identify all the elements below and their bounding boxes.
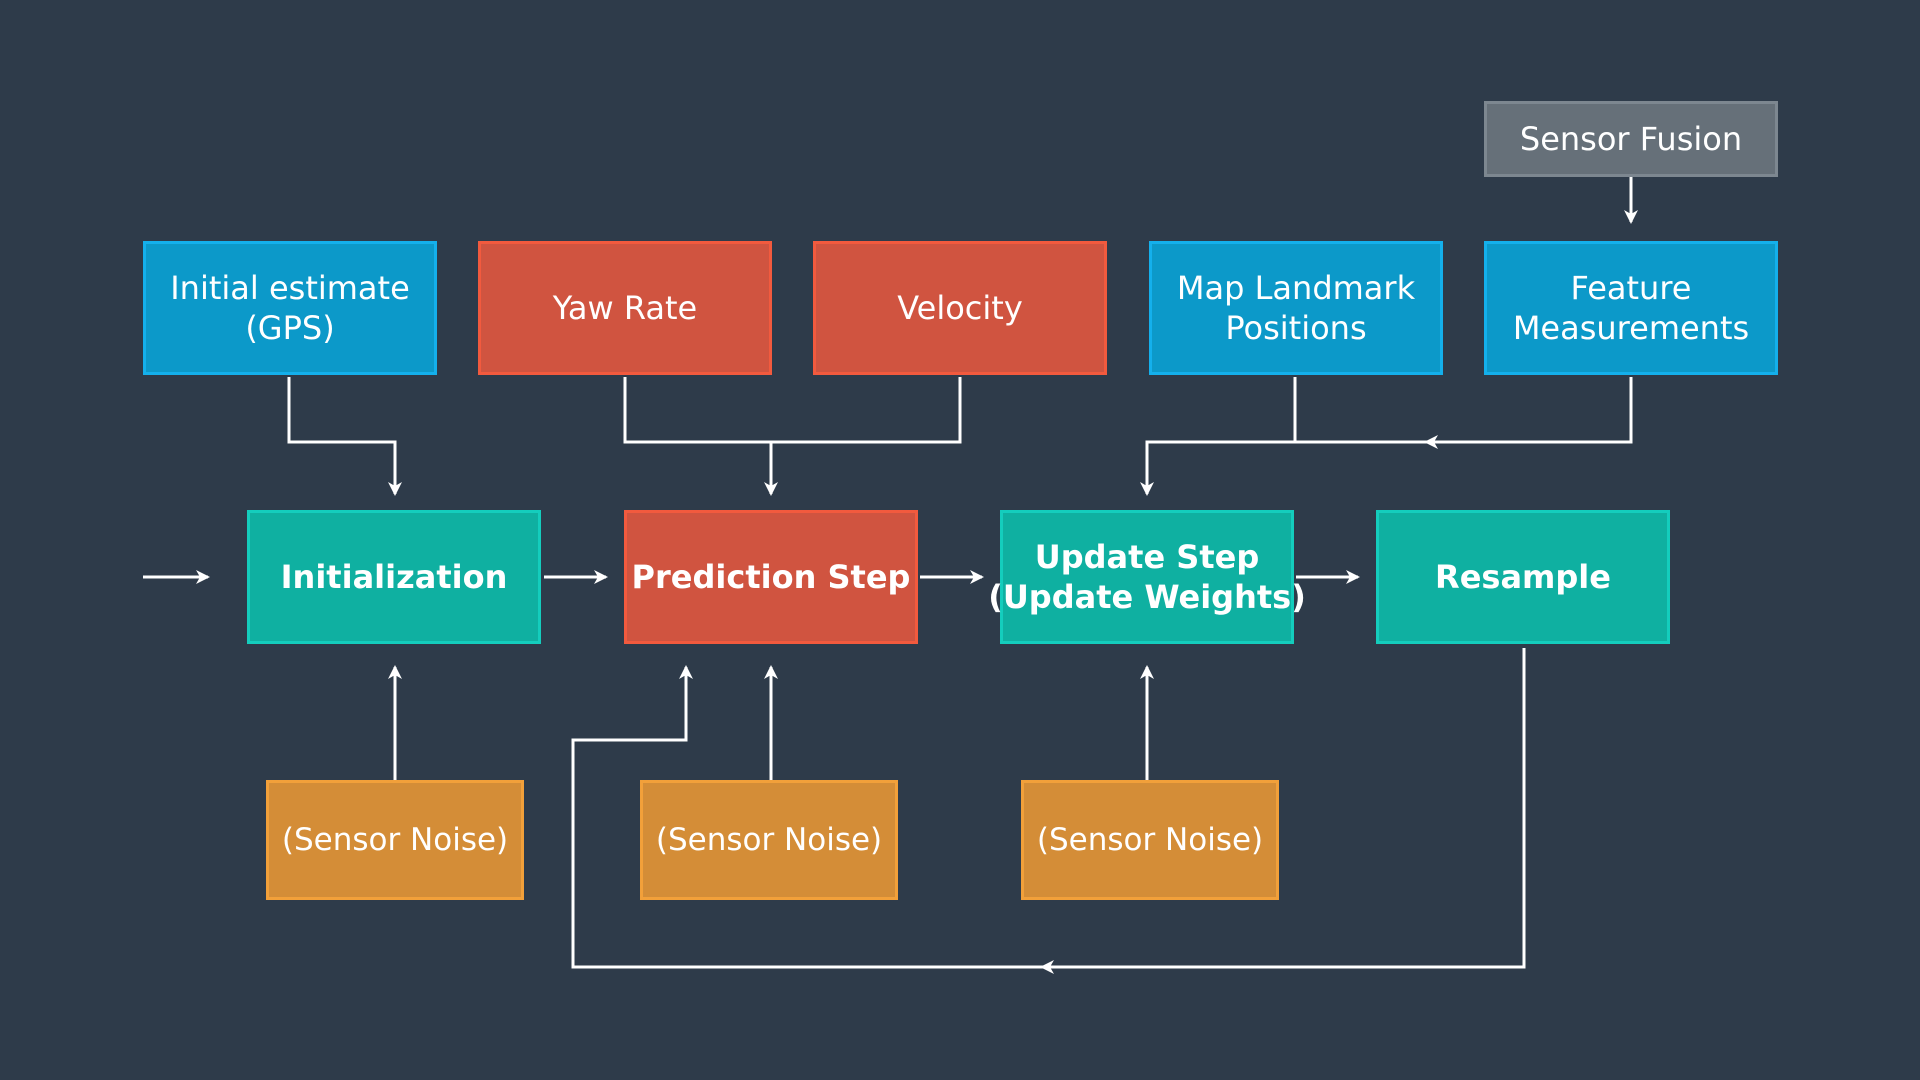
node-velocity: Velocity — [813, 241, 1107, 375]
edge-resample-loop-return — [571, 665, 1042, 969]
node-label: Positions — [1225, 309, 1367, 347]
node-label: Initial estimate — [170, 269, 410, 307]
node-label: (GPS) — [245, 309, 335, 347]
node-label: Update Step — [1034, 538, 1260, 576]
edge-resample-loop — [1040, 648, 1526, 974]
edge-yaw-rate-prediction — [623, 377, 771, 444]
edge-velocity-prediction — [771, 377, 962, 444]
node-label: Resample — [1435, 558, 1611, 596]
edge-map-landmark-update — [1140, 377, 1297, 496]
node-label: Feature — [1570, 269, 1692, 307]
node-feature-measurements: Feature Measurements — [1484, 241, 1778, 375]
node-sensor-noise-prediction: (Sensor Noise) — [640, 780, 898, 900]
node-initial-estimate: Initial estimate (GPS) — [143, 241, 437, 375]
node-label: Velocity — [897, 289, 1023, 327]
node-label: (Sensor Noise) — [655, 822, 883, 858]
node-sensor-noise-initialization: (Sensor Noise) — [266, 780, 524, 900]
node-yaw-rate: Yaw Rate — [478, 241, 772, 375]
edge-feature-measurements-merge — [1424, 377, 1633, 449]
node-update-step: Update Step (Update Weights) — [988, 510, 1306, 644]
node-label: Sensor Fusion — [1519, 120, 1743, 158]
node-initialization: Initialization — [247, 510, 541, 644]
node-prediction-step: Prediction Step — [624, 510, 918, 644]
node-label: Prediction Step — [631, 558, 911, 596]
node-resample: Resample — [1376, 510, 1670, 644]
node-label: (Sensor Noise) — [1036, 822, 1264, 858]
node-label: Map Landmark — [1176, 269, 1416, 307]
node-label: Measurements — [1512, 309, 1750, 347]
node-label: Initialization — [280, 558, 508, 596]
node-sensor-noise-update: (Sensor Noise) — [1021, 780, 1279, 900]
node-label: (Update Weights) — [988, 578, 1306, 616]
node-label: (Sensor Noise) — [281, 822, 509, 858]
node-sensor-fusion: Sensor Fusion — [1484, 101, 1778, 177]
node-label: Yaw Rate — [552, 289, 698, 327]
edge-initial-estimate-initialization — [287, 377, 402, 496]
node-map-landmark-positions: Map Landmark Positions — [1149, 241, 1443, 375]
